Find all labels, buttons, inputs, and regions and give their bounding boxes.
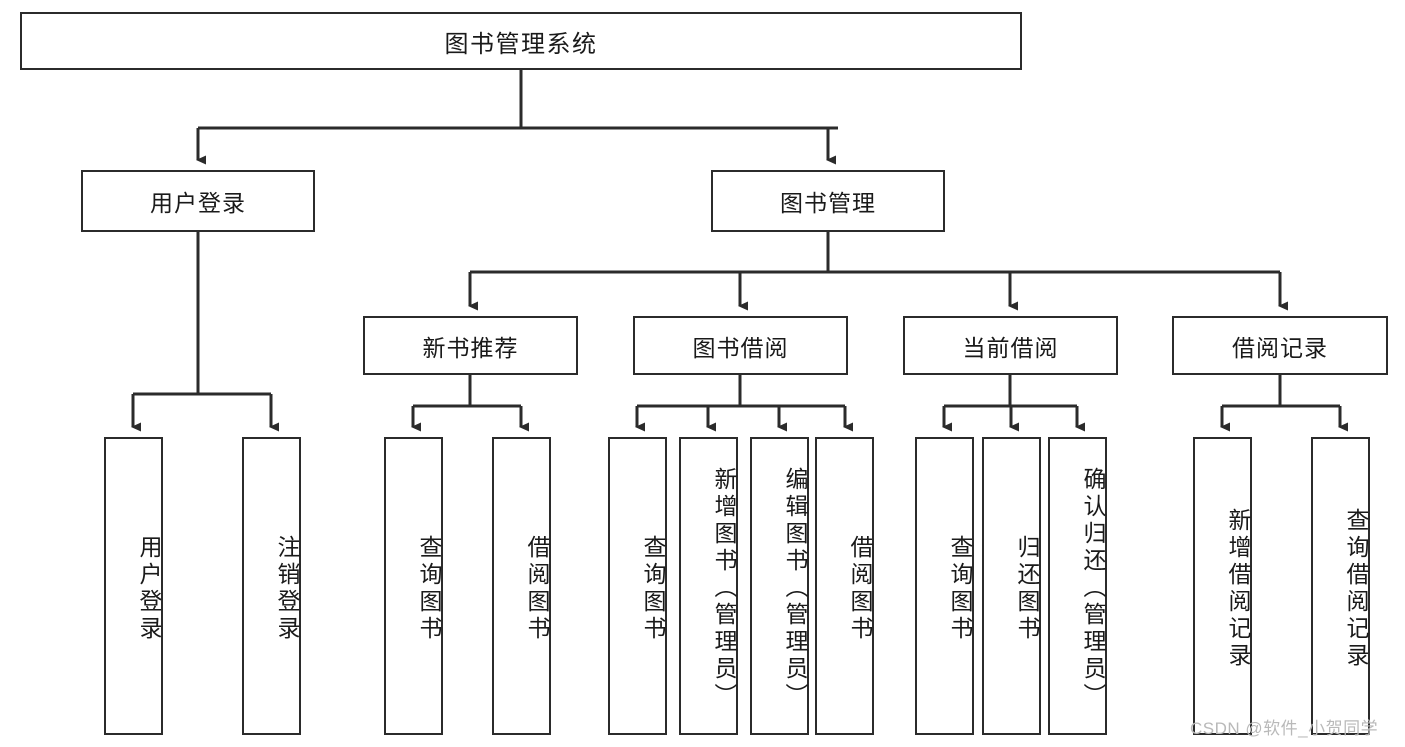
node-book-borrow[interactable]: 图书借阅	[633, 316, 848, 375]
node-user-login[interactable]: 用户登录	[81, 170, 315, 232]
leaf-query-borrow-record[interactable]: 查询借阅记录	[1311, 437, 1370, 735]
leaf-return-books[interactable]: 归还图书	[982, 437, 1041, 735]
node-book-management[interactable]: 图书管理	[711, 170, 945, 232]
leaf-query-books-current[interactable]: 查询图书	[915, 437, 974, 735]
node-new-book-recommend[interactable]: 新书推荐	[363, 316, 578, 375]
leaf-add-borrow-record[interactable]: 新增借阅记录	[1193, 437, 1252, 735]
leaf-query-books-borrow[interactable]: 查询图书	[608, 437, 667, 735]
leaf-borrow-books[interactable]: 借阅图书	[815, 437, 874, 735]
leaf-query-books-recommend[interactable]: 查询图书	[384, 437, 443, 735]
leaf-confirm-return-admin[interactable]: 确认归还（管理员）	[1048, 437, 1107, 735]
node-current-borrow[interactable]: 当前借阅	[903, 316, 1118, 375]
leaf-borrow-books-recommend[interactable]: 借阅图书	[492, 437, 551, 735]
csdn-watermark: CSDN @软件_小贺同学	[1190, 719, 1379, 738]
node-root-title[interactable]: 图书管理系统	[20, 12, 1022, 70]
leaf-edit-book-admin[interactable]: 编辑图书（管理员）	[750, 437, 809, 735]
leaf-user-login[interactable]: 用户登录	[104, 437, 163, 735]
node-borrow-records[interactable]: 借阅记录	[1172, 316, 1388, 375]
leaf-add-book-admin[interactable]: 新增图书（管理员）	[679, 437, 738, 735]
leaf-logout[interactable]: 注销登录	[242, 437, 301, 735]
